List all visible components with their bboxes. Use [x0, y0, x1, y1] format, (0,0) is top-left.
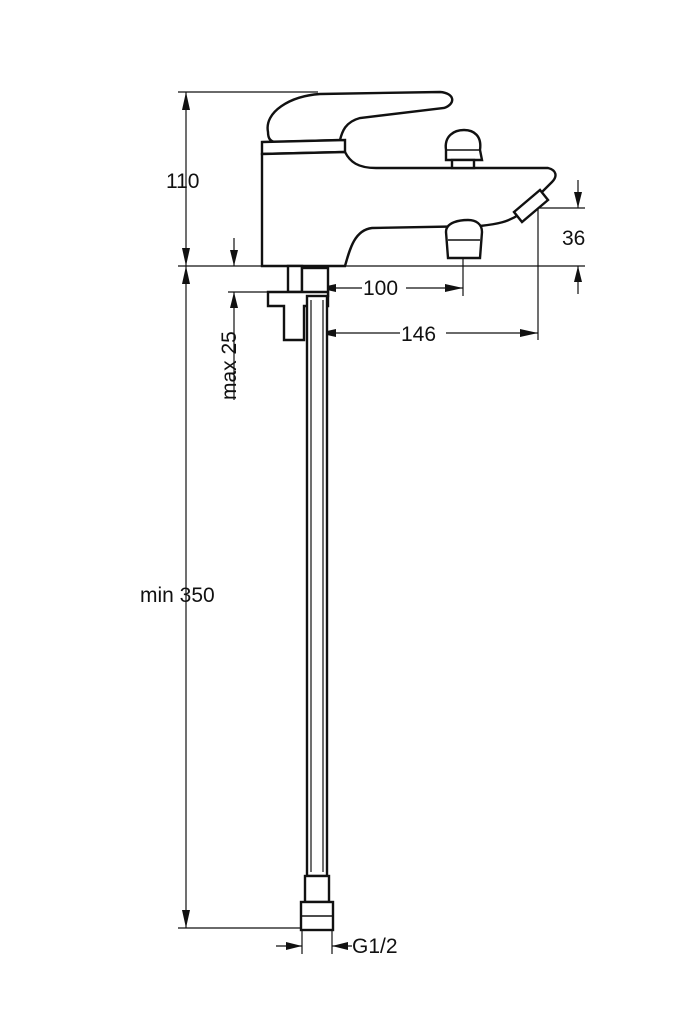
dim-max25-arrow-bottom — [230, 292, 238, 308]
dim-36-arrow-top — [574, 192, 582, 208]
dim-146-label: 146 — [401, 323, 436, 346]
diverter-stem — [450, 158, 476, 170]
dim-110-arrow-bottom — [182, 248, 190, 266]
dim-110-arrow-top — [182, 92, 190, 110]
dim-100-label: 100 — [363, 277, 398, 300]
mounting-stud — [286, 264, 304, 294]
dim-max25-label: max 25 — [218, 331, 241, 400]
dim-146-arrow-right — [520, 329, 538, 337]
lever-handle — [266, 90, 454, 144]
diverter-knob — [444, 128, 484, 162]
dim-g12-arrow-right — [332, 942, 348, 950]
faucet-body — [260, 90, 557, 268]
flexible-hose — [299, 294, 335, 932]
hose-ferrule — [303, 874, 331, 904]
dim-36-label: 36 — [562, 227, 585, 250]
dim-350-label: min 350 — [140, 584, 215, 607]
dim-g12-arrow-left — [286, 942, 302, 950]
dim-36-arrow-bottom — [574, 266, 582, 282]
spout-aerator — [512, 188, 550, 224]
dim-max25-arrow-top — [230, 250, 238, 266]
dim-100-arrow-right — [445, 284, 463, 292]
lower-connector — [444, 218, 484, 260]
faucet-body-shape — [260, 150, 557, 268]
dim-350-arrow-top — [182, 266, 190, 284]
dim-110-label: 110 — [166, 170, 199, 193]
hose-tube — [305, 294, 329, 878]
dim-350-arrow-bottom — [182, 910, 190, 928]
dim-g12-label: G1/2 — [352, 935, 398, 958]
